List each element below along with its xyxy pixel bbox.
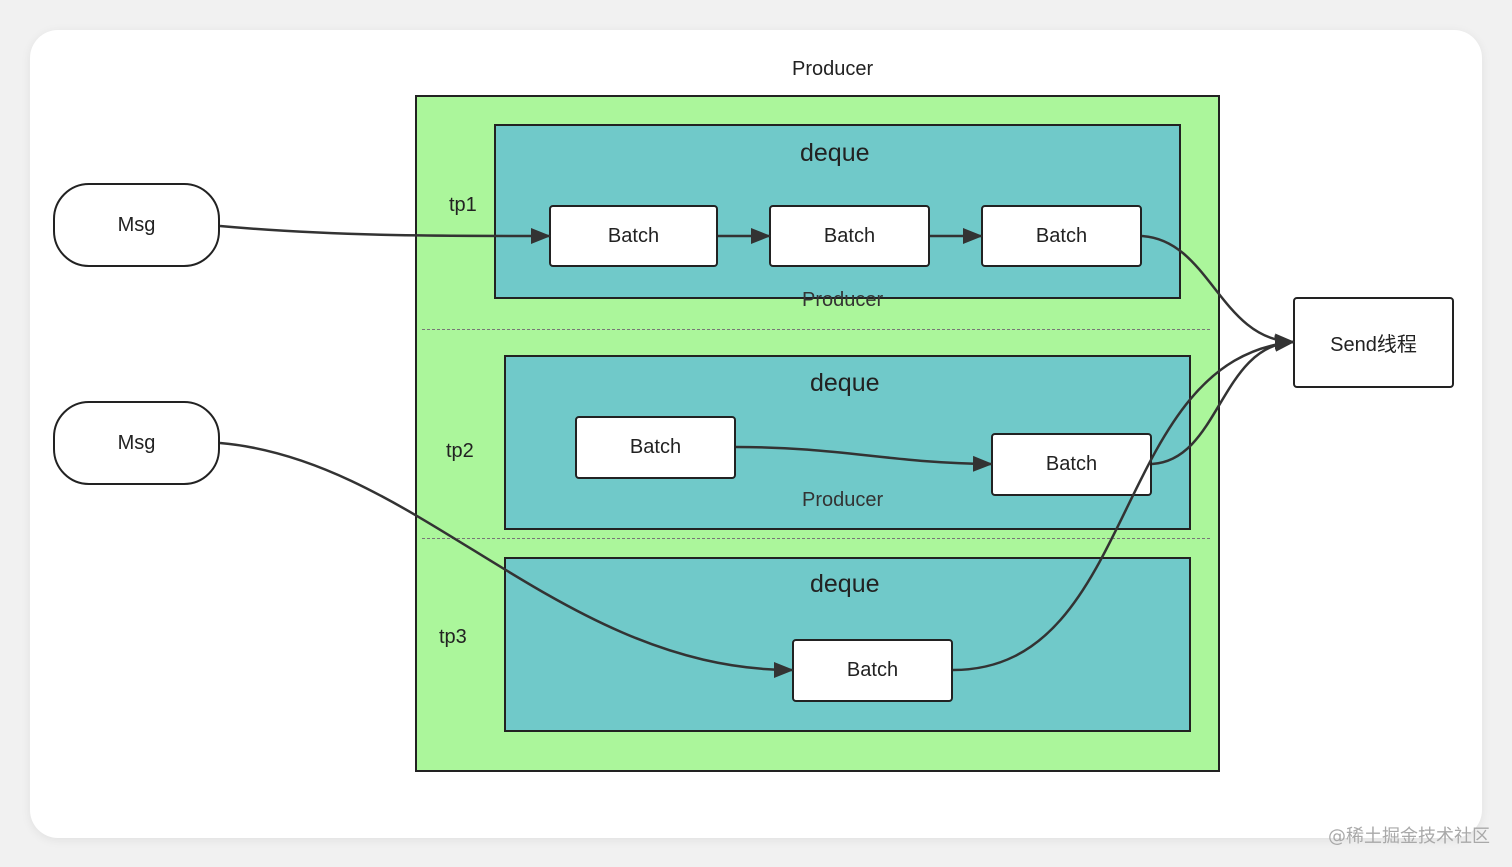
tp3-label: tp3	[439, 626, 467, 648]
batch-label: Batch	[607, 224, 660, 247]
msg-node-1: Msg	[53, 183, 220, 267]
tp2-label: tp2	[446, 440, 474, 462]
deque-tp3-label: deque	[810, 570, 880, 598]
deque-tp2-producer-label: Producer	[802, 489, 884, 511]
batch-tp1-2: Batch	[769, 205, 930, 267]
send-thread-node: Send线程	[1293, 297, 1454, 388]
batch-label: Batch	[1045, 453, 1098, 475]
partition-separator-2	[422, 538, 1210, 539]
deque-tp1-label: deque	[800, 139, 870, 167]
deque-tp1-producer-label: Producer	[802, 289, 884, 311]
edge-batch-tp2-2-to-send	[1151, 334, 1295, 466]
tp1-label: tp1	[449, 194, 477, 216]
msg-node-1-label: Msg	[117, 213, 156, 236]
edge-msg1-to-batch-tp1-1	[219, 224, 551, 244]
watermark: @稀土掘金技术社区	[1328, 826, 1490, 847]
msg-node-2-label: Msg	[117, 431, 156, 454]
batch-tp3-1: Batch	[792, 639, 953, 702]
batch-label: Batch	[1035, 224, 1088, 247]
batch-tp2-2: Batch	[991, 433, 1152, 496]
edge-batch-tp2-1-to-2	[735, 445, 993, 472]
producer-title: Producer	[792, 58, 874, 80]
msg-node-2: Msg	[53, 401, 220, 485]
batch-label: Batch	[629, 436, 682, 458]
partition-separator-1	[422, 329, 1210, 330]
send-thread-label: Send线程	[1330, 334, 1417, 356]
batch-label: Batch	[823, 224, 876, 247]
edge-msg2-to-batch-tp3	[219, 441, 794, 678]
batch-label: Batch	[846, 659, 899, 681]
batch-tp2-1: Batch	[575, 416, 736, 479]
edge-batch-tp3-to-send	[952, 335, 1295, 672]
deque-tp2-label: deque	[810, 369, 880, 397]
edge-batch-tp1-3-to-send	[1141, 234, 1295, 350]
